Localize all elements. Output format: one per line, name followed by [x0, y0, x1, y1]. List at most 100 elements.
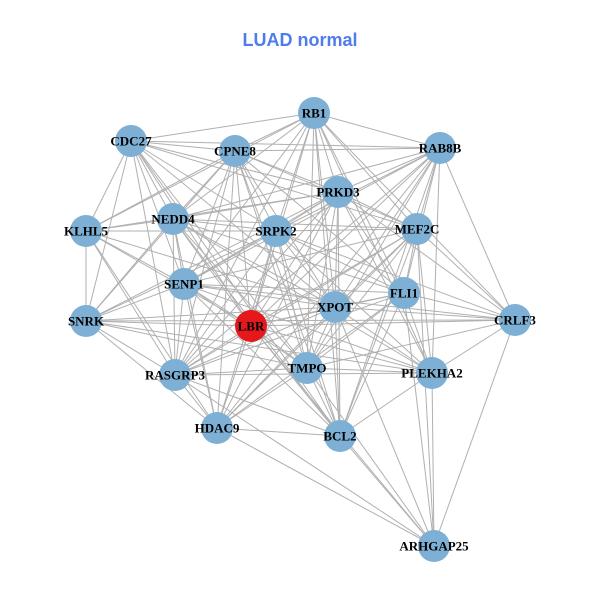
- node-nedd4[interactable]: NEDD4: [151, 203, 195, 235]
- edge-fli1-crlf3: [403, 292, 516, 321]
- node-circle[interactable]: [424, 132, 456, 164]
- node-xpot[interactable]: XPOT: [317, 291, 353, 323]
- node-label: ARHGAP25: [399, 539, 469, 554]
- node-srpk2[interactable]: SRPK2: [255, 215, 297, 247]
- node-circle[interactable]: [115, 125, 147, 157]
- edge-cpne8-hdac9: [216, 150, 236, 429]
- node-tmpo[interactable]: TMPO: [288, 352, 327, 384]
- node-circle[interactable]: [291, 352, 323, 384]
- node-circle[interactable]: [219, 135, 251, 167]
- node-circle[interactable]: [260, 215, 292, 247]
- edge-srpk2-senp1: [183, 230, 277, 285]
- edge-snrk-plekha2: [85, 320, 433, 374]
- edge-rab8b-srpk2: [275, 147, 441, 232]
- edge-srpk2-lbr: [250, 230, 277, 327]
- edge-srpk2-bcl2: [275, 230, 341, 437]
- edge-nedd4-rasgrp3: [172, 218, 176, 376]
- edge-tmpo-arhgap25: [306, 367, 435, 547]
- node-label: MEF2C: [395, 222, 440, 237]
- edge-snrk-rasgrp3: [85, 320, 176, 376]
- node-label: FLI1: [390, 286, 418, 301]
- edge-rb1-nedd4: [172, 112, 315, 220]
- edge-senp1-snrk: [85, 283, 185, 322]
- edge-xpot-crlf3: [334, 306, 516, 321]
- edge-xpot-hdac9: [216, 306, 336, 429]
- node-mef2c[interactable]: MEF2C: [395, 213, 440, 245]
- node-circle[interactable]: [388, 277, 420, 309]
- edge-crlf3-snrk: [85, 319, 516, 322]
- node-senp1[interactable]: SENP1: [164, 268, 204, 300]
- node-circle[interactable]: [319, 291, 351, 323]
- edge-rb1-rab8b: [313, 112, 441, 149]
- edge-senp1-plekha2: [183, 283, 433, 374]
- node-label: RB1: [302, 106, 327, 121]
- node-circle[interactable]: [499, 304, 531, 336]
- edge-prkd3-xpot: [334, 191, 339, 308]
- edge-srpk2-tmpo: [275, 230, 308, 369]
- edge-srpk2-mef2c: [275, 228, 418, 232]
- node-arhgap25[interactable]: ARHGAP25: [399, 530, 469, 562]
- node-circle[interactable]: [157, 203, 189, 235]
- edge-cdc27-rab8b: [130, 140, 441, 149]
- edge-rasgrp3-arhgap25: [174, 374, 435, 547]
- node-circle[interactable]: [416, 357, 448, 389]
- node-circle[interactable]: [401, 213, 433, 245]
- edge-rb1-cdc27: [130, 112, 315, 142]
- edge-rb1-rasgrp3: [174, 112, 315, 376]
- edge-srpk2-crlf3: [275, 230, 516, 321]
- node-rab8b[interactable]: RAB8B: [419, 132, 462, 164]
- edge-rab8b-nedd4: [172, 147, 441, 220]
- node-circle[interactable]: [418, 530, 450, 562]
- node-rb1[interactable]: RB1: [298, 97, 330, 129]
- node-circle[interactable]: [168, 268, 200, 300]
- edge-rab8b-hdac9: [216, 147, 441, 429]
- node-rasgrp3[interactable]: RASGRP3: [145, 359, 205, 391]
- node-fli1[interactable]: FLI1: [388, 277, 420, 309]
- edge-senp1-hdac9: [183, 283, 218, 429]
- node-label: SNRK: [68, 314, 105, 329]
- edge-cpne8-bcl2: [234, 150, 341, 437]
- edge-crlf3-tmpo: [306, 319, 516, 369]
- edge-nedd4-mef2c: [172, 218, 418, 230]
- edge-xpot-snrk: [85, 306, 336, 322]
- node-circle[interactable]: [235, 310, 267, 342]
- node-circle[interactable]: [298, 97, 330, 129]
- edge-srpk2-xpot: [275, 230, 336, 308]
- node-prkd3[interactable]: PRKD3: [316, 176, 360, 208]
- edge-cdc27-rasgrp3: [130, 140, 176, 376]
- node-circle[interactable]: [324, 420, 356, 452]
- node-label: CRLF3: [494, 313, 536, 328]
- edge-fli1-tmpo: [306, 292, 405, 369]
- edge-lbr-hdac9: [216, 325, 252, 429]
- node-circle[interactable]: [70, 305, 102, 337]
- node-crlf3[interactable]: CRLF3: [494, 304, 536, 336]
- node-circle[interactable]: [70, 215, 102, 247]
- edge-hdac9-arhgap25: [216, 427, 435, 547]
- node-hdac9[interactable]: HDAC9: [195, 412, 240, 444]
- edge-prkd3-tmpo: [306, 191, 339, 369]
- node-lbr[interactable]: LBR: [235, 310, 267, 342]
- edge-hdac9-bcl2: [216, 427, 341, 437]
- node-label: LBR: [238, 319, 265, 334]
- node-cdc27[interactable]: CDC27: [110, 125, 152, 157]
- node-circle[interactable]: [159, 359, 191, 391]
- edge-prkd3-crlf3: [337, 191, 516, 321]
- node-klhl5[interactable]: KLHL5: [64, 215, 109, 247]
- node-label: CPNE8: [214, 144, 256, 159]
- node-bcl2[interactable]: BCL2: [323, 420, 357, 452]
- node-label: HDAC9: [195, 421, 240, 436]
- edge-mef2c-hdac9: [216, 228, 418, 429]
- node-circle[interactable]: [201, 412, 233, 444]
- node-cpne8[interactable]: CPNE8: [214, 135, 256, 167]
- edge-tmpo-rasgrp3: [174, 367, 308, 376]
- edge-rb1-fli1: [313, 112, 405, 294]
- edge-nedd4-srpk2: [172, 218, 277, 232]
- edge-rb1-klhl5: [85, 112, 315, 232]
- edge-nedd4-lbr: [172, 218, 252, 327]
- edge-cpne8-snrk: [85, 150, 236, 322]
- node-plekha2[interactable]: PLEKHA2: [401, 357, 463, 389]
- node-snrk[interactable]: SNRK: [68, 305, 105, 337]
- node-circle[interactable]: [322, 176, 354, 208]
- edge-plekha2-arhgap25: [431, 372, 435, 547]
